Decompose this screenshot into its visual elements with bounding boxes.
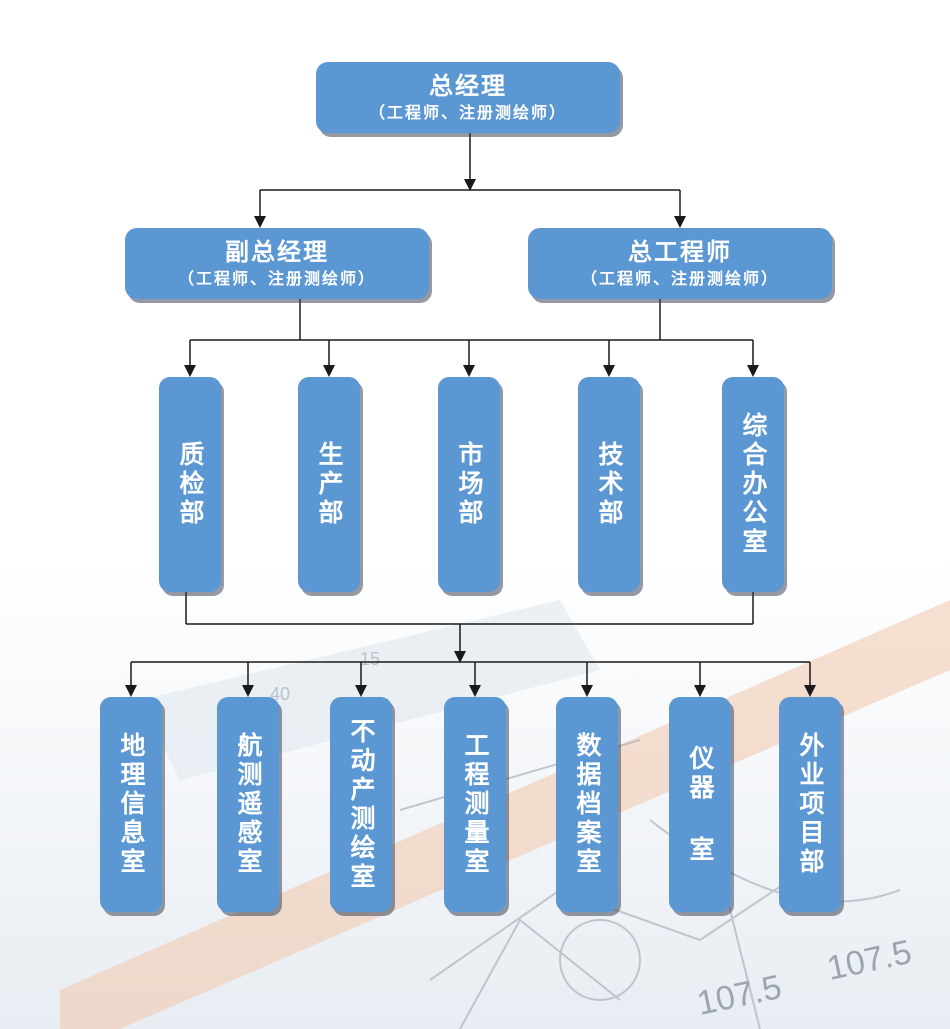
- dept-production: 生产部: [298, 377, 360, 592]
- office-label: 数据档案室: [573, 732, 602, 877]
- general-manager-title: 总经理: [429, 70, 507, 100]
- office-label: 不动产测绘室: [347, 717, 376, 892]
- office-aerial-remote-sensing: 航测遥感室: [217, 697, 279, 912]
- office-engineering-survey: 工程测量室: [444, 697, 506, 912]
- dept-label: 综合办公室: [739, 412, 768, 557]
- chief-engineer-box: 总工程师 （工程师、注册测绘师）: [528, 228, 832, 299]
- office-geographic-info: 地理信息室: [100, 697, 162, 912]
- office-label: 仪器 室: [686, 744, 715, 865]
- vice-manager-subtitle: （工程师、注册测绘师）: [177, 268, 376, 288]
- vice-manager-box: 副总经理 （工程师、注册测绘师）: [125, 228, 429, 299]
- office-label: 工程测量室: [461, 732, 490, 877]
- dept-label: 技术部: [595, 441, 624, 528]
- general-manager-subtitle: （工程师、注册测绘师）: [368, 102, 567, 122]
- dept-label: 市场部: [455, 441, 484, 528]
- dept-general-office: 综合办公室: [722, 377, 784, 592]
- dept-label: 质检部: [176, 441, 205, 528]
- dept-label: 生产部: [315, 441, 344, 528]
- general-manager-box: 总经理 （工程师、注册测绘师）: [316, 62, 620, 133]
- chief-engineer-title: 总工程师: [628, 236, 732, 266]
- office-data-archive: 数据档案室: [556, 697, 618, 912]
- office-label: 地理信息室: [117, 732, 146, 877]
- dept-marketing: 市场部: [438, 377, 500, 592]
- dept-technology: 技术部: [578, 377, 640, 592]
- office-real-estate-surveying: 不动产测绘室: [330, 697, 392, 912]
- vice-manager-title: 副总经理: [225, 236, 329, 266]
- office-instruments: 仪器 室: [669, 697, 731, 912]
- office-label: 航测遥感室: [234, 732, 263, 877]
- dept-quality-inspection: 质检部: [159, 377, 221, 592]
- chief-engineer-subtitle: （工程师、注册测绘师）: [580, 268, 779, 288]
- office-label: 外业项目部: [796, 732, 825, 877]
- office-field-projects: 外业项目部: [779, 697, 841, 912]
- ruler-mark-15: 15: [360, 649, 380, 669]
